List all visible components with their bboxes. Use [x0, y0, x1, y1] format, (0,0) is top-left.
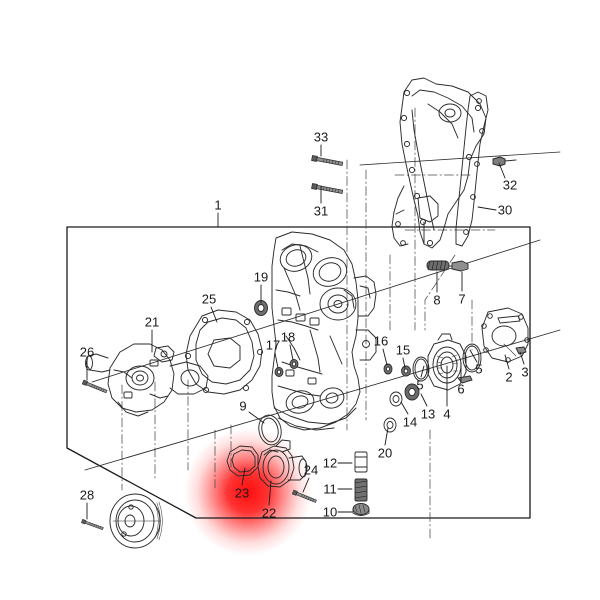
callout-label-26[interactable]: 26	[79, 344, 95, 360]
callout-label-5b[interactable]: 5	[475, 361, 483, 377]
callout-label-19[interactable]: 19	[253, 269, 269, 285]
callout-leader-20	[384, 427, 389, 446]
callout-label-18[interactable]: 18	[280, 329, 296, 345]
callout-leader-17	[274, 352, 279, 369]
callout-leader-5	[420, 365, 425, 378]
callout-label-13[interactable]: 13	[420, 406, 436, 422]
callout-leader-30	[477, 206, 497, 211]
callout-label-33[interactable]: 33	[313, 129, 329, 145]
callout-leader-13	[420, 393, 428, 407]
callout-label-8[interactable]: 8	[433, 292, 441, 308]
callout-leader-14	[400, 401, 409, 415]
callout-label-31[interactable]: 31	[313, 203, 329, 219]
callout-label-10[interactable]: 10	[322, 504, 338, 520]
callout-label-4[interactable]: 4	[443, 406, 451, 422]
callout-label-6[interactable]: 6	[457, 381, 465, 397]
callout-leader-22	[268, 480, 272, 506]
callout-leader-32	[498, 162, 506, 179]
callout-label-24[interactable]: 24	[303, 462, 319, 478]
callout-label-7[interactable]: 7	[458, 291, 466, 307]
callout-label-32[interactable]: 32	[502, 177, 518, 193]
callout-leader-24	[302, 477, 310, 493]
callout-label-16[interactable]: 16	[373, 333, 389, 349]
callout-label-17[interactable]: 17	[265, 337, 281, 353]
callout-label-14[interactable]: 14	[402, 414, 418, 430]
callout-leader-23	[241, 467, 246, 486]
callout-leader-3	[519, 351, 525, 365]
callout-leader-5b	[469, 349, 478, 363]
callout-label-12[interactable]: 12	[322, 455, 338, 471]
callout-label-20[interactable]: 20	[377, 445, 393, 461]
callout-label-23[interactable]: 23	[234, 485, 250, 501]
callout-leader-16	[382, 348, 388, 366]
callout-label-1[interactable]: 1	[214, 197, 222, 213]
callout-label-21[interactable]: 21	[144, 314, 160, 330]
callout-label-2[interactable]: 2	[505, 369, 513, 385]
callout-label-25[interactable]: 25	[201, 291, 217, 307]
callout-leader-9	[248, 411, 265, 424]
callout-label-11[interactable]: 11	[323, 481, 337, 497]
callout-label-5[interactable]: 5	[416, 377, 424, 393]
callout-leader-18	[289, 344, 294, 361]
callout-leader-15	[402, 357, 406, 369]
callout-label-9[interactable]: 9	[239, 398, 247, 414]
callout-label-15[interactable]: 15	[395, 342, 411, 358]
callout-leader-2	[504, 354, 510, 370]
callout-label-28[interactable]: 28	[79, 487, 95, 503]
callout-label-3[interactable]: 3	[521, 364, 529, 380]
callout-label-30[interactable]: 30	[497, 202, 513, 218]
callout-label-22[interactable]: 22	[261, 505, 277, 521]
callout-leader-25	[210, 306, 218, 323]
